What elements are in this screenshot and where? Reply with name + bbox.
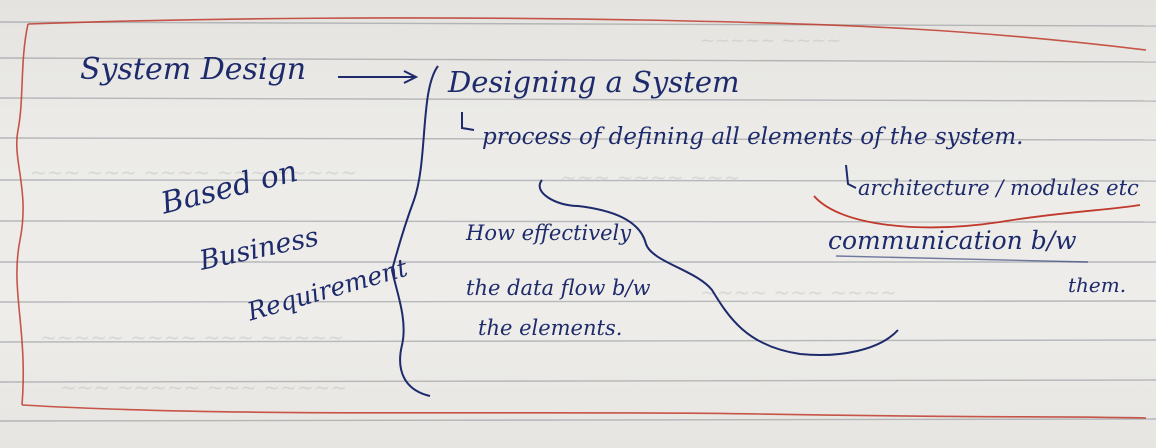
them-text: them. — [1068, 273, 1127, 297]
bleed-through-text: ~~~~ ~~~ ~~~~ — [700, 280, 898, 304]
bleed-through-text: ~~~ ~~~~~ ~~~ ~~~~~ — [60, 375, 348, 399]
bleed-through-text: ~~~ ~~~ ~~~~ ~~~ ~~~~~ — [30, 160, 358, 184]
effectively-text: How effectively — [466, 221, 632, 245]
architecture-text: architecture / modules etc — [858, 176, 1139, 200]
bleed-through-text: ~~~~~ ~~~~ — [700, 30, 842, 51]
heading-text: System Design — [80, 52, 307, 87]
elements-text: the elements. — [478, 316, 623, 340]
definition-text: Designing a System — [448, 65, 740, 99]
communication-text: communication b/w — [828, 226, 1077, 255]
process-text: process of defining all elements of the … — [482, 124, 1024, 150]
bleed-through-text: ~~~ ~~~~ ~~~ — [560, 165, 741, 189]
bleed-through-text: ~~~~~ ~~~~ ~~~ ~~~~~ — [40, 325, 344, 349]
data-flow-text: the data flow b/w — [466, 276, 651, 300]
